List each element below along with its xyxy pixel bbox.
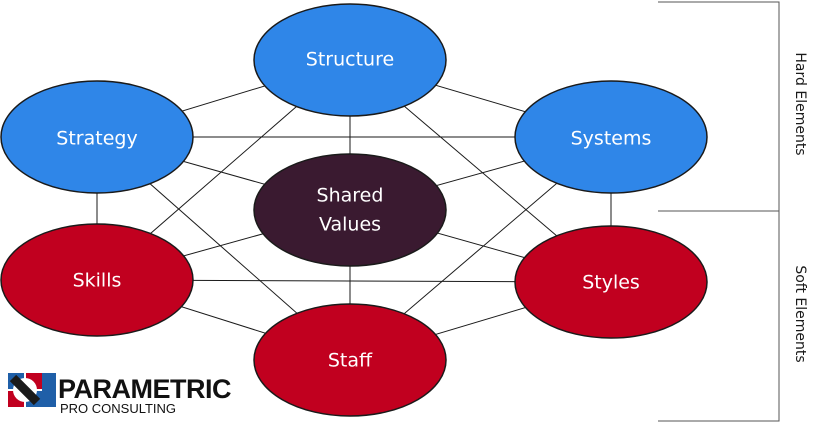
logo-name: PARAMETRIC	[58, 374, 231, 404]
styles-ellipse	[514, 225, 708, 339]
logo-tagline: PRO CONSULTING	[60, 401, 176, 416]
staff-label: Staff	[328, 350, 373, 372]
strategy-ellipse	[0, 80, 194, 194]
node-strategy: Strategy	[0, 80, 194, 194]
node-staff: Staff	[253, 303, 447, 417]
skills-ellipse	[0, 223, 194, 337]
structure-label: Structure	[306, 49, 394, 71]
soft-elements-label: Soft Elements	[792, 265, 808, 362]
styles-label: Styles	[582, 272, 640, 294]
node-styles: Styles	[514, 225, 708, 339]
systems-ellipse	[514, 80, 708, 194]
soft-elements-bracket	[658, 211, 780, 422]
logo-mark-icon	[8, 373, 56, 407]
skills-label: Skills	[73, 270, 122, 292]
shared-values-label-line2: Values	[319, 214, 381, 236]
node-skills: Skills	[0, 223, 194, 337]
node-systems: Systems	[514, 80, 708, 194]
node-shared-values: Shared Values	[253, 153, 447, 267]
strategy-label: Strategy	[56, 128, 137, 150]
soft-bracket-line	[658, 211, 780, 422]
hard-elements-bracket	[658, 1, 780, 212]
staff-ellipse	[253, 303, 447, 417]
shared-values-ellipse	[253, 153, 447, 267]
hard-bracket-line	[658, 1, 780, 212]
node-structure: Structure	[253, 3, 447, 117]
shared-values-label-line1: Shared	[317, 185, 384, 207]
company-logo: PARAMETRIC PRO CONSULTING	[8, 373, 232, 416]
structure-ellipse	[253, 3, 447, 117]
hard-elements-label: Hard Elements	[792, 52, 808, 155]
systems-label: Systems	[571, 128, 652, 150]
